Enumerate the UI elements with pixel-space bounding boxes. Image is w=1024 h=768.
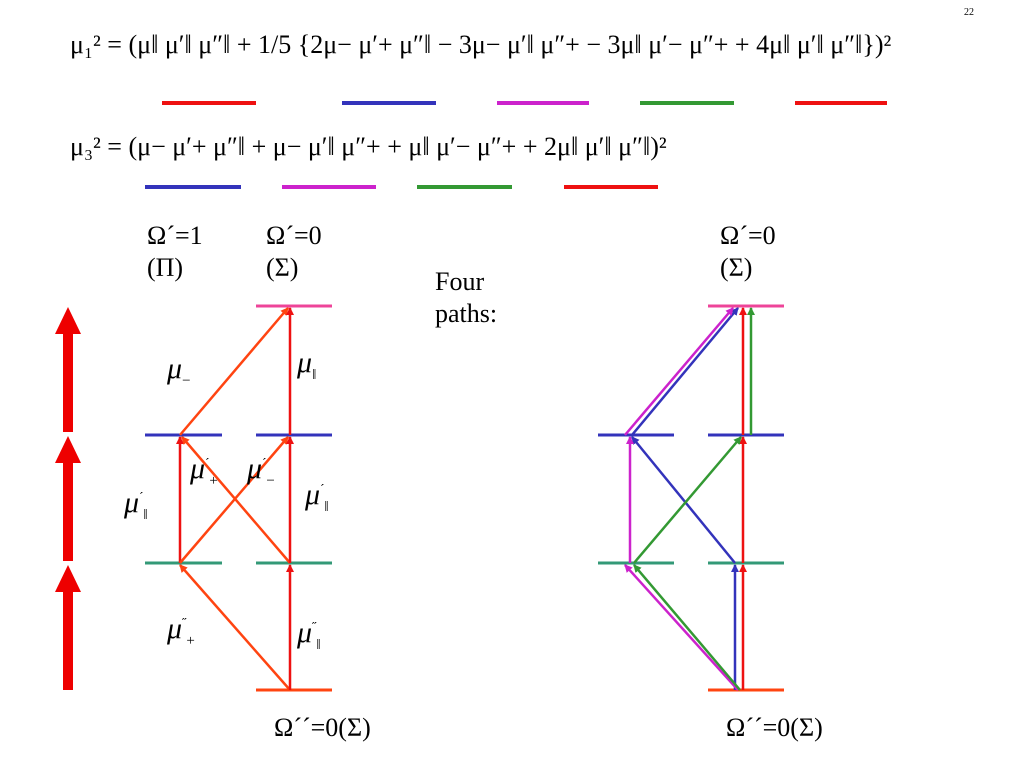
equation-mu1-lhs: μ₁² = [70, 30, 129, 59]
state-left-top-symmetry: (Π) [147, 253, 184, 282]
label-mu-minus: μ− [167, 352, 191, 389]
path-magenta-1 [624, 564, 739, 691]
photon-arrow-shaft-3 [63, 334, 73, 432]
label-mu-par: μ‖ [297, 346, 317, 383]
state-left-bottom: Ω´´=0(Σ) [274, 713, 371, 742]
right-paths [624, 307, 755, 691]
photon-arrow-head-3 [55, 307, 81, 334]
label-mu-plus-prime: μ´+ [190, 452, 218, 489]
state-right-bottom: Ω´´=0(Σ) [726, 713, 823, 742]
left-arrows [176, 307, 294, 691]
path-magenta-3 [624, 307, 734, 436]
arrow-mid-a-to-top [179, 307, 289, 436]
photon-arrow-head-1 [55, 565, 81, 592]
label-mu-plus-doubleprime: μ˝+ [167, 612, 195, 649]
label-mu-par-prime-right: μ´‖ [305, 478, 329, 515]
state-mid-top: Ω´=0 (Σ) [266, 220, 322, 284]
photon-arrow-shaft-1 [63, 592, 73, 690]
label-mu-minus-prime: μ´− [247, 452, 275, 489]
equation-mu1: μ₁² = (μ‖ μ′‖ μ″‖ + 1/5 {2μ− μ′+ μ″‖ − 3… [70, 30, 891, 60]
path-green-2 [633, 436, 742, 564]
four-paths-label: Four paths: [435, 266, 497, 330]
state-left-top: Ω´=1 (Π) [147, 220, 203, 284]
state-mid-top-symmetry: (Σ) [266, 253, 299, 282]
equation-mu3: μ₃² = (μ− μ′+ μ″‖ + μ− μ′‖ μ″+ + μ‖ μ′− … [70, 132, 667, 162]
path-blue-3 [631, 307, 739, 436]
path-blue-2 [631, 436, 736, 564]
arrow-low-a-to-mid-b [179, 436, 289, 564]
photon-arrows [55, 307, 81, 690]
four-paths-line1: Four [435, 267, 485, 296]
right-levels [598, 304, 784, 692]
four-paths-line2: paths: [435, 299, 498, 328]
equation-mu1-body: (μ‖ μ′‖ μ″‖ + 1/5 {2μ− μ′+ μ″‖ − 3μ− μ′‖… [128, 30, 892, 59]
label-mu-par-prime-left: μ´‖ [124, 486, 148, 523]
page-number: 22 [964, 7, 974, 18]
arrow-ground-to-low-a [179, 564, 291, 691]
equation-mu3-body: (μ− μ′+ μ″‖ + μ− μ′‖ μ″+ + μ‖ μ′− μ″+ + … [128, 132, 667, 161]
state-mid-top-omega: Ω´=0 [266, 221, 322, 250]
left-levels [145, 304, 332, 692]
state-left-top-omega: Ω´=1 [147, 221, 203, 250]
state-right-top-symmetry: (Σ) [720, 253, 753, 282]
state-right-top: Ω´=0 (Σ) [720, 220, 776, 284]
equation-mu3-lhs: μ₃² = [70, 132, 129, 161]
arrow-low-b-to-mid-a [181, 436, 291, 564]
photon-arrow-head-2 [55, 436, 81, 463]
state-right-top-omega: Ω´=0 [720, 221, 776, 250]
label-mu-par-doubleprime: μ˝‖ [297, 616, 321, 653]
photon-arrow-shaft-2 [63, 463, 73, 561]
path-green-1 [633, 564, 741, 691]
